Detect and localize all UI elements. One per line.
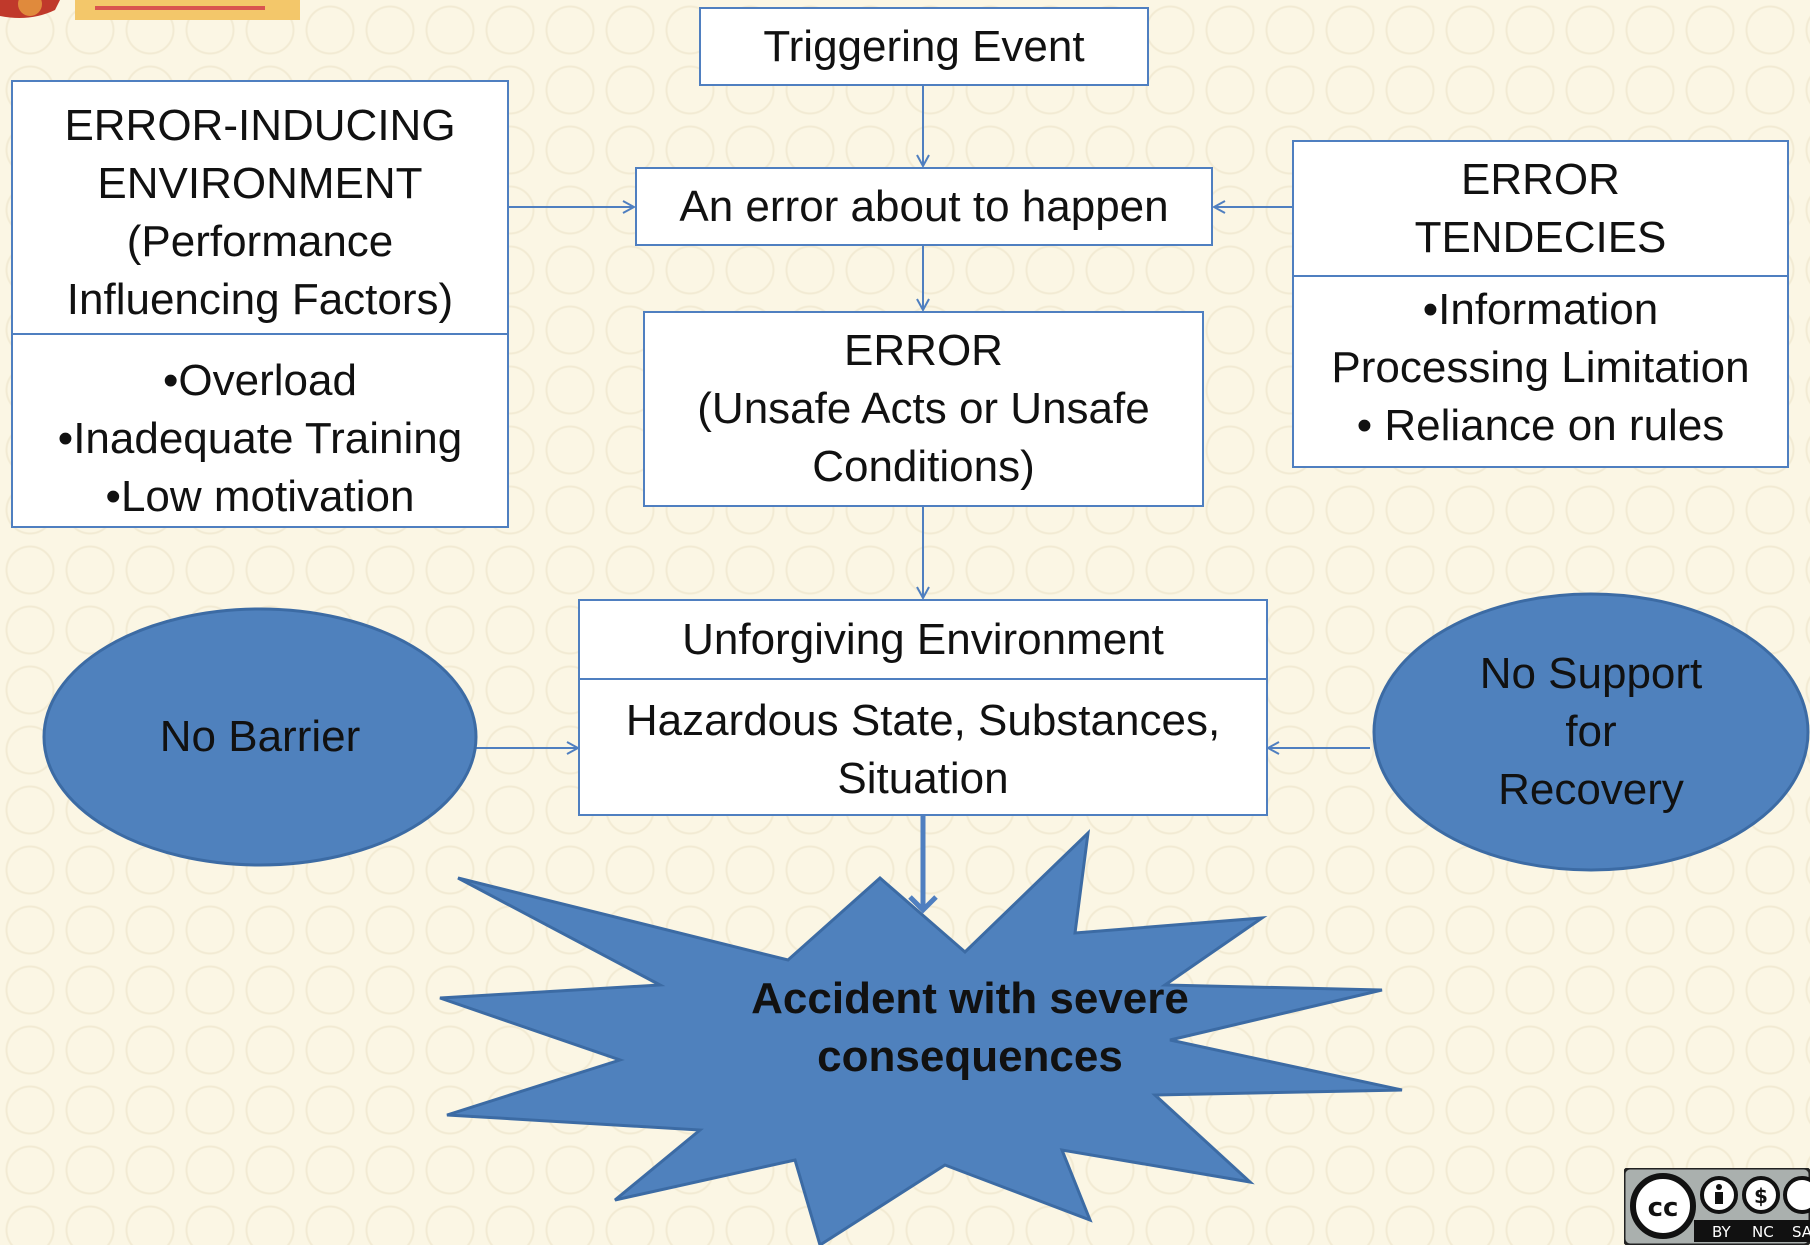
no-support-label-line: No Support [1479, 649, 1703, 698]
error-tendencies-item: Processing Limitation [1331, 343, 1750, 392]
triggering-event-box: Triggering Event [699, 7, 1149, 86]
unforgiving-environment-box: Unforgiving Environment Hazardous State,… [578, 599, 1268, 816]
no-barrier-label: No Barrier [159, 712, 361, 761]
unforgiving-environment-title: Unforgiving Environment [682, 614, 1164, 664]
error-tendencies-title-line: TENDECIES [1414, 212, 1667, 262]
error-inducing-item: •Overload [163, 356, 357, 405]
error-inducing-environment-box: ERROR-INDUCING ENVIRONMENT (Performance … [11, 80, 509, 528]
error-about-to-happen-box: An error about to happen [635, 167, 1213, 246]
no-support-oval [1372, 592, 1810, 872]
no-support-label-line: Recovery [1498, 765, 1684, 814]
accident-label-container: Accident with severe consequences [680, 963, 1260, 1093]
error-inducing-item: •Inadequate Training [57, 414, 463, 463]
error-about-to-happen-label: An error about to happen [679, 181, 1169, 231]
triggering-event-label: Triggering Event [763, 21, 1085, 71]
error-tendencies-item: •Information [1422, 285, 1659, 334]
error-inducing-title-line: Influencing Factors) [66, 275, 454, 324]
no-barrier-label-container: No Barrier [44, 610, 476, 864]
no-support-label-line: for [1565, 707, 1617, 756]
error-inducing-item: •Low motivation [105, 472, 415, 521]
error-tendencies-title-line: ERROR [1461, 154, 1620, 204]
svg-text:NC: NC [1752, 1223, 1774, 1241]
error-box-line: Conditions) [812, 442, 1035, 491]
error-box-line: ERROR [844, 326, 1003, 375]
svg-text:$: $ [1754, 1184, 1768, 1208]
error-box-line: (Unsafe Acts or Unsafe [697, 384, 1150, 433]
error-inducing-title-line: (Performance [126, 217, 394, 266]
error-box: ERROR (Unsafe Acts or Unsafe Conditions) [643, 311, 1204, 507]
creative-commons-license-icon: cc $ BY NC SA [1624, 1168, 1810, 1245]
svg-text:SA: SA [1792, 1223, 1810, 1241]
accident-label-line: consequences [817, 1032, 1123, 1081]
accident-burst-shape [439, 828, 1403, 1245]
no-barrier-oval [42, 607, 478, 867]
svg-text:BY: BY [1712, 1223, 1731, 1241]
error-tendencies-box: ERROR TENDECIES •Information Processing … [1292, 140, 1789, 468]
no-support-label-container: No Support for Recovery [1374, 594, 1808, 870]
error-inducing-divider [13, 333, 507, 335]
svg-text:cc: cc [1648, 1193, 1679, 1223]
unforgiving-environment-line: Hazardous State, Substances, [625, 696, 1221, 745]
university-logo-icon [0, 0, 300, 24]
unforgiving-divider [580, 678, 1266, 680]
error-tendencies-item: • Reliance on rules [1356, 401, 1725, 450]
error-inducing-title-line: ENVIRONMENT [97, 159, 423, 208]
error-tendencies-divider [1294, 275, 1787, 277]
error-inducing-title-line: ERROR-INDUCING [64, 101, 456, 150]
accident-label-line: Accident with severe [751, 974, 1189, 1023]
unforgiving-environment-line: Situation [837, 754, 1009, 803]
